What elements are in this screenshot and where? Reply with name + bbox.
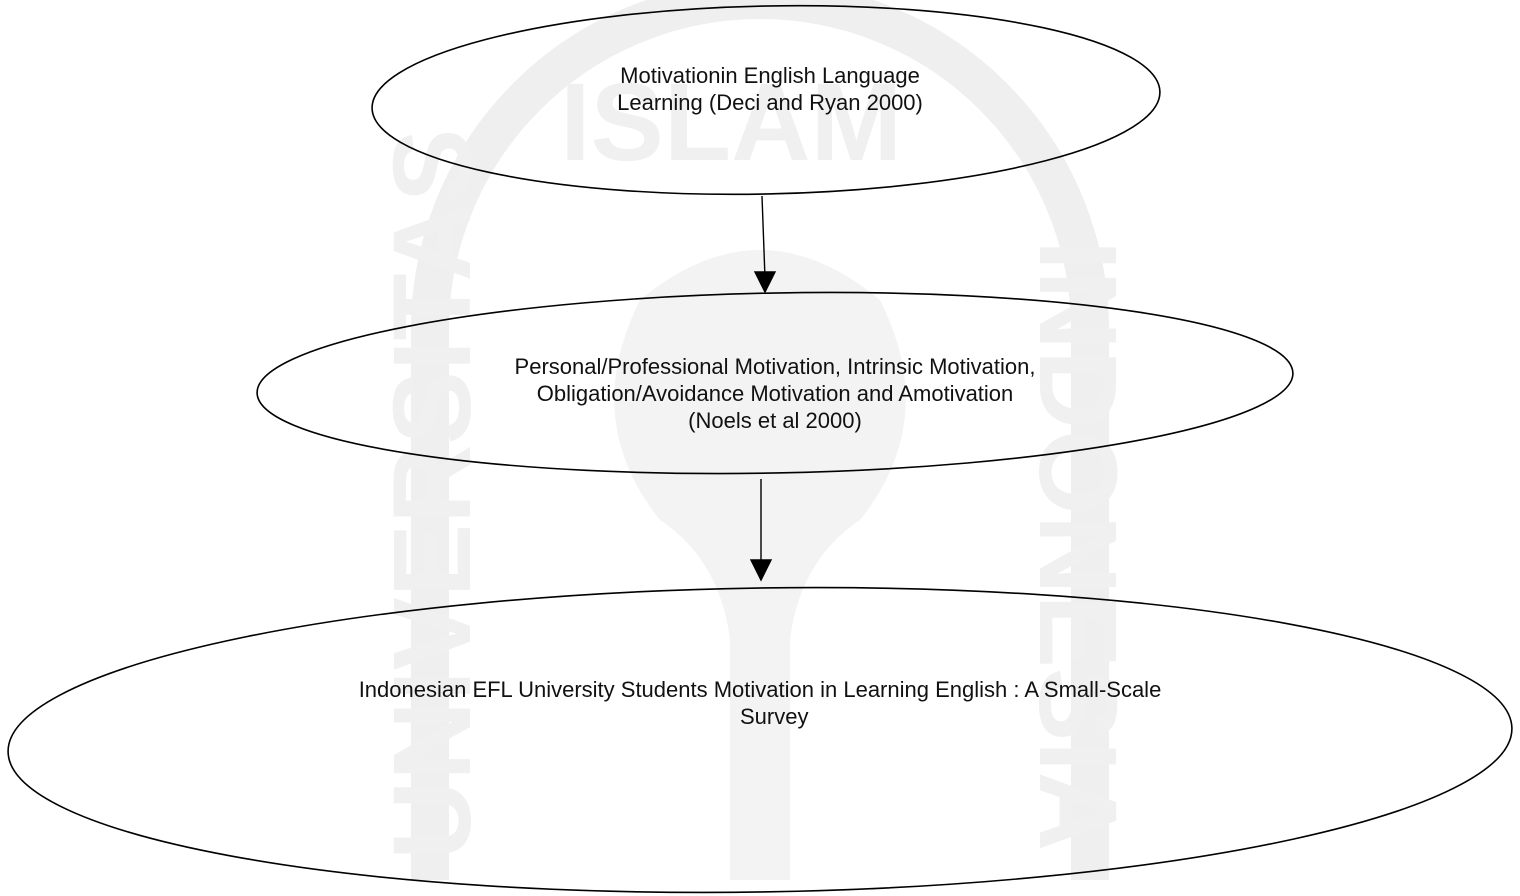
node2-ellipse <box>256 291 1294 475</box>
node2-line-2: Obligation/Avoidance Motivation and Amot… <box>536 381 1014 406</box>
node1-ellipse <box>371 4 1161 196</box>
node1-line-1: Motivationin English Language <box>620 63 920 88</box>
node3-ellipse <box>7 586 1513 894</box>
node2-line-3: (Noels et al 2000) <box>688 408 862 433</box>
arrowhead-node2-node3 <box>749 559 773 582</box>
node1-label: Motivationin English Language Learning (… <box>520 62 1020 116</box>
node3-line-2: Survey <box>740 704 809 729</box>
node3-line-1: Indonesian EFL University Students Motiv… <box>358 677 1162 702</box>
edge-node1-node2 <box>761 195 766 279</box>
arrowhead-node1-node2 <box>753 271 777 294</box>
node2-line-1: Personal/Professional Motivation, Intrin… <box>514 354 1036 379</box>
node1-line-2: Learning (Deci and Ryan 2000) <box>617 90 923 115</box>
node3-label: Indonesian EFL University Students Motiv… <box>180 676 1340 730</box>
node2-label: Personal/Professional Motivation, Intrin… <box>300 353 1250 434</box>
